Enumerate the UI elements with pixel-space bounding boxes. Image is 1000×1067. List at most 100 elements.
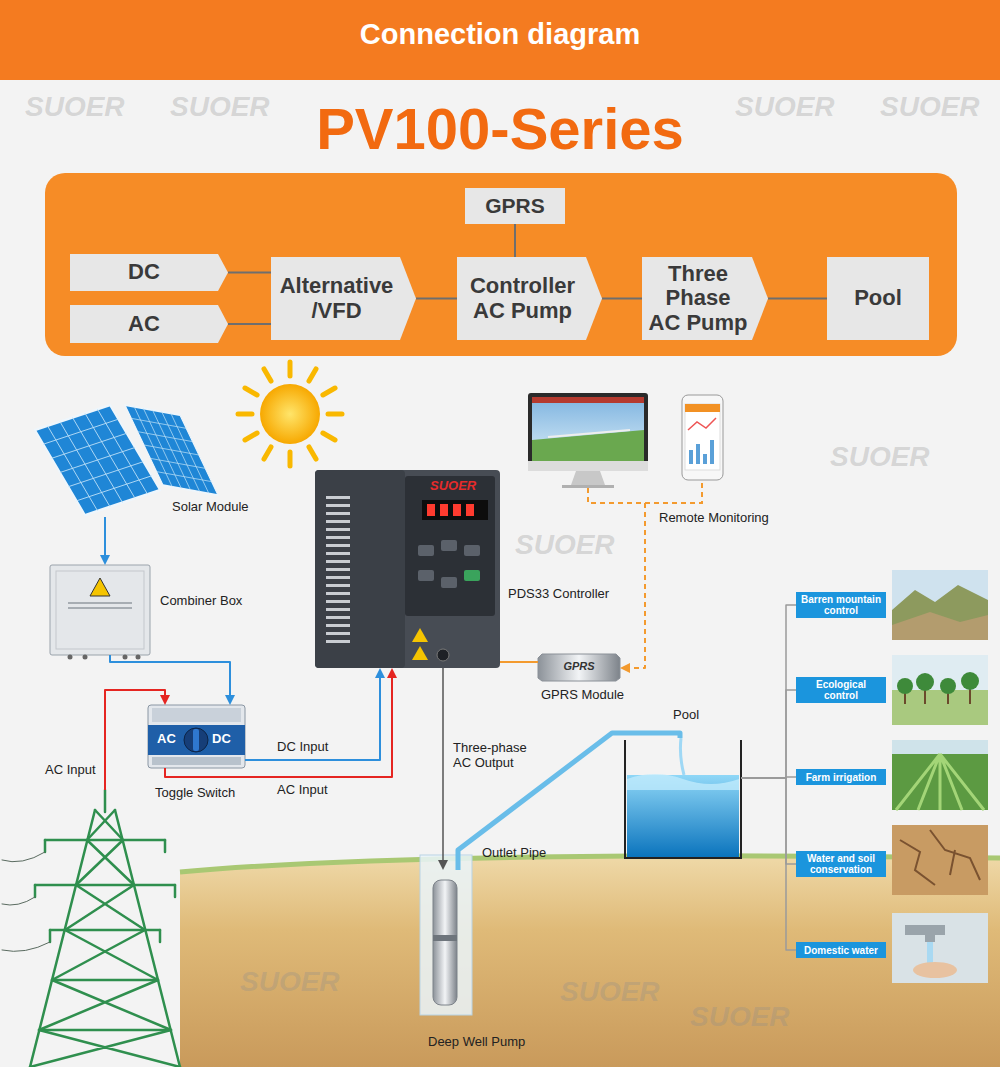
arrow-head (225, 695, 235, 705)
combiner-box-body (68, 655, 73, 660)
connector-line (245, 676, 380, 760)
edge-label: Three-phase AC Output (453, 741, 545, 771)
photo-trees (961, 672, 979, 690)
box-text: Barren mountain control (796, 592, 886, 618)
phone (696, 444, 700, 464)
part-label: Solar Module (172, 500, 249, 515)
connector (515, 224, 516, 257)
watermark: SUOER (880, 90, 980, 124)
connector (228, 324, 271, 325)
solar-module: Solar Module (35, 405, 220, 517)
box-fill (796, 942, 886, 958)
pds33-controller-body (405, 476, 495, 616)
toggle-switch-body (184, 728, 208, 752)
watermark: SUOER (690, 1000, 790, 1034)
arrow-head (387, 668, 397, 678)
toggle-switch-body (152, 757, 241, 765)
flow-box: Pool (827, 257, 929, 340)
solar-panel (125, 405, 218, 495)
combiner-box-body (50, 565, 150, 655)
pds33-controller-body (315, 470, 500, 668)
ground (180, 856, 1000, 1067)
phone (685, 404, 720, 412)
connector-line (768, 298, 827, 300)
application-box: Domestic water (796, 942, 886, 958)
monitor (562, 485, 614, 488)
arrow-head (375, 668, 385, 678)
connector (768, 298, 827, 299)
connector-line (741, 605, 796, 778)
photo-trees (892, 655, 988, 725)
series-heading: PV100-Series (0, 94, 1000, 164)
connector-line (104, 517, 106, 557)
module-mark: GPRS (538, 660, 620, 673)
box-fill (796, 851, 886, 877)
connector (620, 503, 645, 673)
solar-panel (125, 405, 218, 495)
application-box: Water and soil conservation (796, 851, 886, 877)
power-tower-body (87, 810, 123, 840)
pds33-controller-body (453, 504, 461, 516)
photo-farm (892, 740, 988, 810)
switch-mark: DC (212, 732, 231, 747)
connector-line (105, 690, 165, 790)
combiner-box-body (90, 578, 110, 596)
box-text: Ecological control (796, 677, 886, 703)
watermark: SUOER (25, 90, 125, 124)
connector-line (228, 272, 271, 274)
pds33-controller-body (464, 570, 480, 581)
flow-arrow-box: Alternative /VFD (271, 257, 416, 340)
pds33-controller-body (422, 500, 488, 520)
phone (689, 450, 693, 464)
flow-box: DC (70, 254, 228, 291)
well (420, 855, 472, 1015)
remote-monitoring: Remote Monitoring (528, 393, 726, 503)
connector-line (442, 668, 444, 862)
arrow-head (100, 555, 110, 565)
power-tower-body (30, 840, 180, 1067)
photo-water (892, 913, 988, 983)
box-fill (271, 257, 416, 340)
pds33-controller-body (427, 504, 435, 516)
edge-label: AC Input (277, 783, 328, 798)
pds33-controller-body (437, 649, 449, 661)
well (433, 935, 457, 941)
box-text: Domestic water (796, 943, 886, 958)
watermark: SUOER (240, 965, 340, 999)
pool-tank-body (680, 738, 684, 775)
phone (710, 440, 714, 464)
flow-box: AC (70, 305, 228, 343)
connector (416, 298, 457, 299)
box-text: Farm irrigation (796, 770, 886, 785)
photo-water (905, 925, 945, 942)
connector (438, 668, 448, 870)
combiner-box-body (50, 565, 150, 660)
sun (328, 412, 342, 417)
gprs-module-body (538, 654, 620, 681)
photo-mountain (892, 585, 988, 640)
box-fill (70, 254, 228, 291)
switch-mark: AC (157, 732, 176, 747)
box-text: DC (70, 258, 228, 286)
power-tower: AC Input (15, 790, 195, 1067)
monitor (532, 397, 644, 403)
box-text: Pool (827, 284, 929, 312)
connector-line (165, 676, 392, 777)
part-label: AC Input (45, 763, 96, 778)
pds33-controller-body (412, 628, 428, 642)
page-title: Connection diagram (0, 17, 1000, 52)
flow-panel (45, 173, 957, 356)
arrow-head (438, 860, 448, 870)
sun (309, 369, 316, 381)
well (433, 880, 457, 1005)
connector (245, 668, 385, 760)
sun (238, 412, 252, 417)
photo-mountain (892, 570, 988, 640)
connector-line (741, 778, 796, 950)
connector (500, 662, 538, 663)
pds33-controller-body (440, 504, 448, 516)
power-tower-body (2, 852, 50, 951)
part-label: GPRS Module (541, 688, 624, 703)
pds33-controller-body (315, 470, 500, 668)
pool-tank-body (625, 740, 741, 858)
